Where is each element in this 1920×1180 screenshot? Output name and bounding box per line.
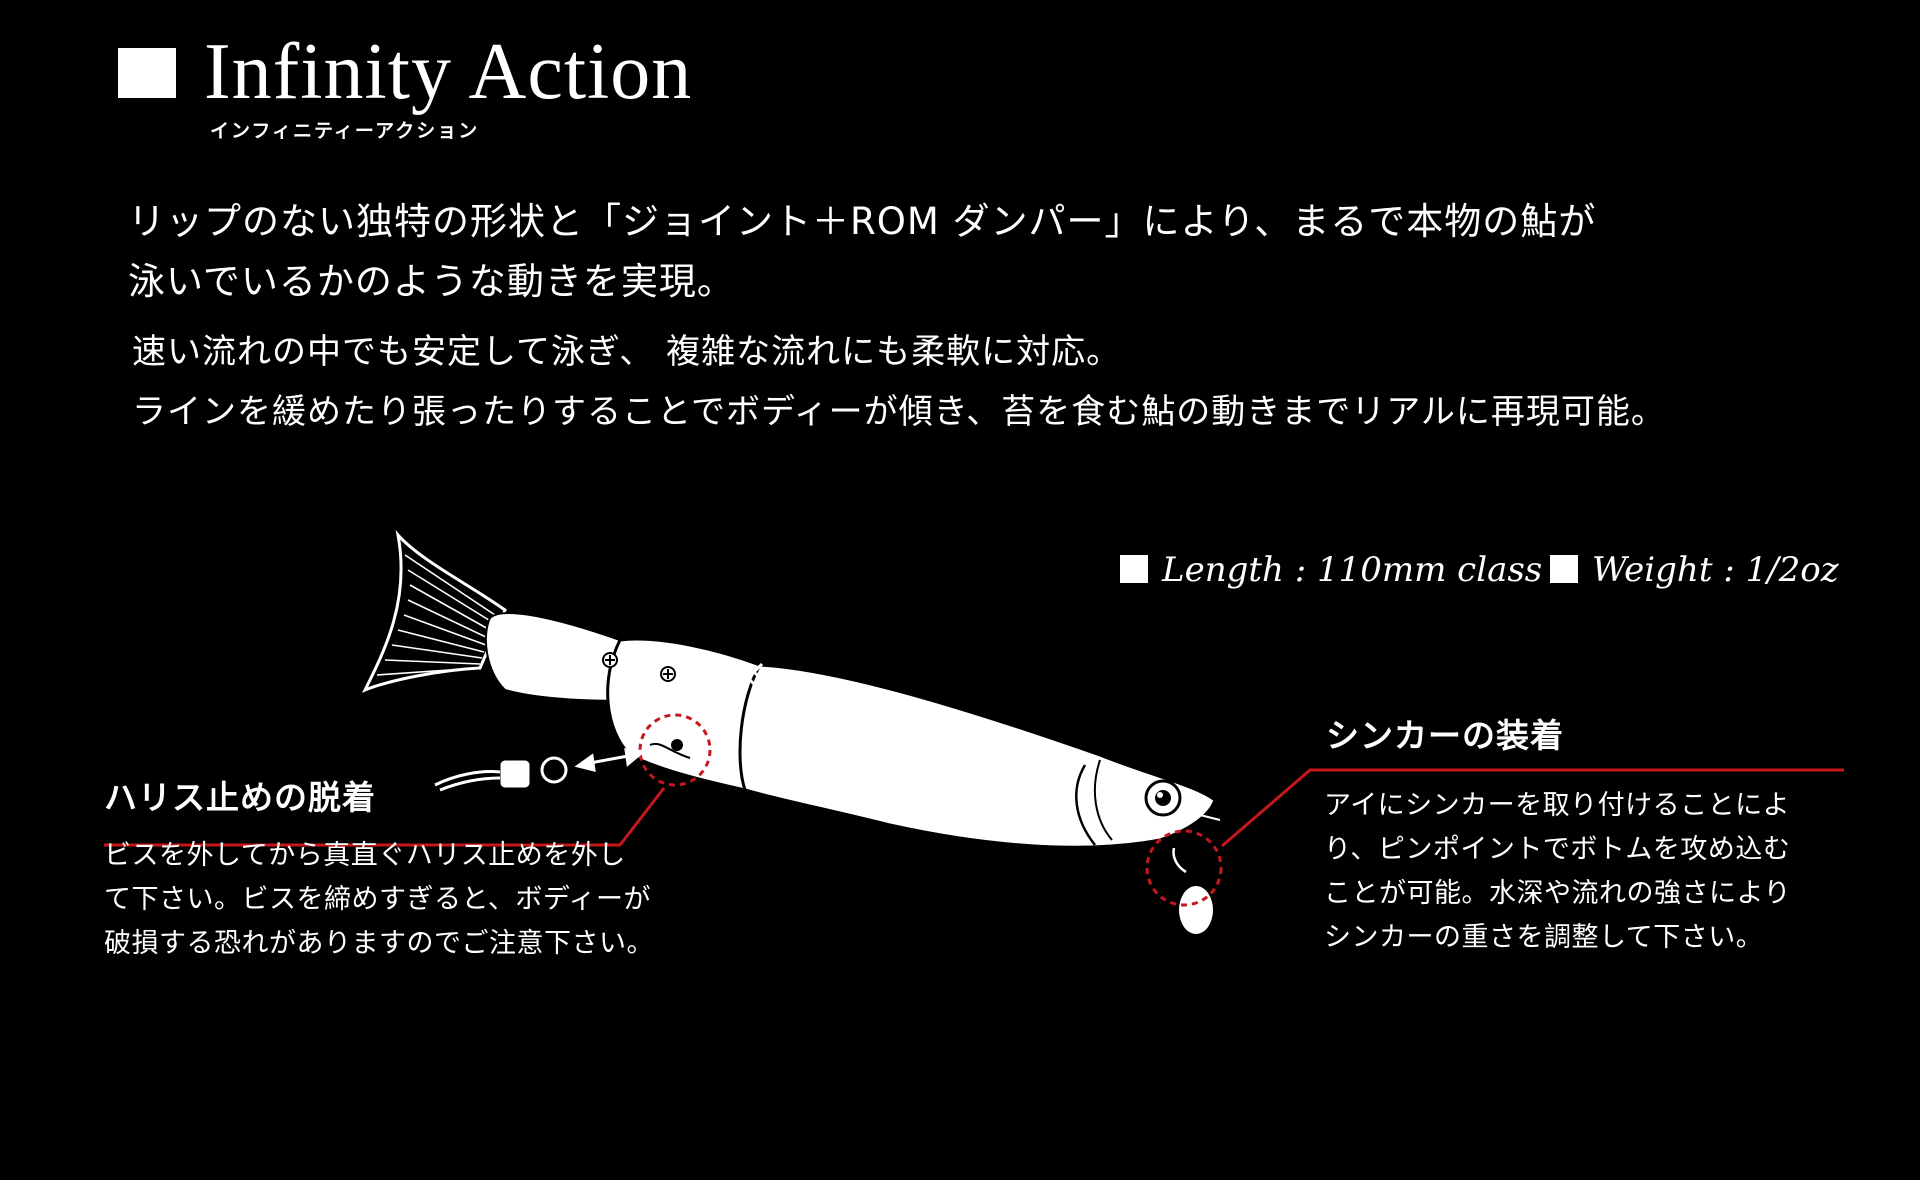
arrow-icon — [687, 690, 736, 727]
harris-description: ビスを外してから真直ぐハリス止めを外し て下さい。ビスを締めすぎると、ボディーが… — [104, 834, 654, 966]
harris-detail-circle — [638, 713, 712, 787]
harris-desc-line-2: て下さい。ビスを締めすぎると、ボディーが — [104, 884, 652, 915]
sinker-heading: シンカーの装着 — [1326, 716, 1564, 755]
intro-lead-line-2: 泳いでいるかのような動きを実現。 — [128, 260, 735, 303]
sinker-desc-line-2: り、ピンポイントでボトムを攻め込む — [1324, 834, 1791, 865]
intro-lead-line-1: リップのない独特の形状と「ジョイント＋ROM ダンパー」により、まるで本物の鮎が — [128, 200, 1597, 243]
sinker-desc-line-1: アイにシンカーを取り付けることによ — [1324, 790, 1791, 821]
double-arrow-icon — [574, 747, 644, 772]
front-body-icon — [738, 663, 1217, 849]
title-square-icon — [118, 48, 176, 98]
sinker-description: アイにシンカーを取り付けることによ り、ピンポイントでボトムを攻め込む ことが可… — [1324, 784, 1791, 960]
spec-length: Length : 110mm class — [1120, 548, 1542, 592]
harris-desc-line-1: ビスを外してから真直ぐハリス止めを外し — [104, 840, 626, 871]
eye-icon — [1144, 779, 1182, 817]
screw-hole-icon — [602, 652, 676, 682]
spec-square-icon — [1120, 555, 1148, 583]
screw-icon — [738, 662, 764, 688]
left-leader-line — [104, 787, 666, 847]
spec-square-icon — [1550, 555, 1578, 583]
sinker-desc-line-4: シンカーの重さを調整して下さい。 — [1324, 922, 1764, 953]
mid-section-icon — [606, 637, 762, 792]
page-subtitle: インフィニティーアクション — [210, 120, 480, 142]
sinker-desc-line-3: ことが可能。水深や流れの強さにより — [1324, 878, 1791, 909]
tail-section-icon — [484, 612, 637, 702]
right-leader-line — [1221, 768, 1844, 848]
sinker-detail-circle — [1145, 829, 1223, 907]
spec-weight-text: Weight : 1/2oz — [1592, 550, 1839, 590]
harris-heading: ハリス止めの脱着 — [104, 778, 376, 817]
page-title: Infinity Action — [204, 28, 693, 116]
spec-weight: Weight : 1/2oz — [1550, 548, 1839, 592]
spec-length-text: Length : 110mm class — [1162, 550, 1543, 590]
tail-fin-icon — [361, 529, 507, 693]
intro-body-line-1: 速い流れの中でも安定して泳ぎ、 複雑な流れにも柔軟に対応。 — [132, 332, 1122, 372]
snap-swivel-icon — [434, 756, 568, 792]
intro-body-line-2: ラインを緩めたり張ったりすることでボディーが傾き、苔を食む鮎の動きまでリアルに再… — [132, 392, 1666, 432]
harris-desc-line-3: 破損する恐れがありますのでご注意下さい。 — [104, 928, 654, 959]
